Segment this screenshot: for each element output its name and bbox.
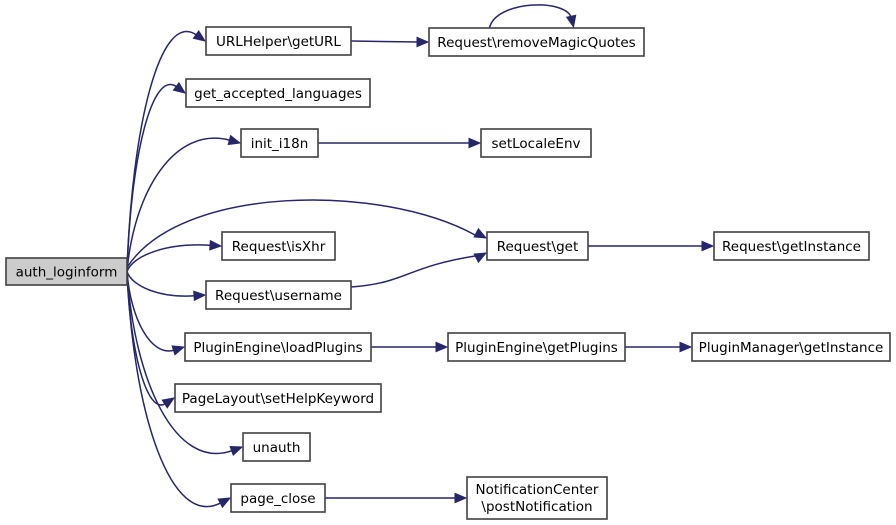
edge-auth_loginform-to-get_accepted_languages — [126, 81, 187, 272]
nodes-layer: auth_loginform URLHelper\getURL Request\re… — [5, 26, 891, 520]
node-sethelpkeyword[interactable]: PageLayout\setHelpKeyword — [174, 383, 382, 413]
node-loadplugins[interactable]: PluginEngine\loadPlugins — [184, 332, 372, 362]
edge-auth_loginform-to-init_i18n — [126, 134, 242, 272]
node-label-urlhelper_geturl: URLHelper\getURL — [216, 34, 341, 50]
node-box-pluginmanager_getinst[interactable] — [691, 332, 891, 362]
edges-layer — [126, 4, 715, 509]
node-box-request_get[interactable] — [486, 231, 589, 261]
edge-auth_loginform-to-unauth — [126, 271, 244, 456]
node-box-getplugins[interactable] — [447, 332, 626, 362]
node-label-get_accepted_languages: get_accepted_languages — [194, 86, 362, 102]
node-box-request_username[interactable] — [205, 280, 352, 310]
node-urlhelper_geturl[interactable]: URLHelper\getURL — [205, 26, 352, 56]
node-label-loadplugins: PluginEngine\loadPlugins — [193, 340, 362, 356]
node-label-init_i18n: init_i18n — [251, 136, 309, 152]
node-box-request_getinstance[interactable] — [713, 231, 870, 261]
edge-urlhelper_geturl-to-remove_magic_quotes — [350, 36, 430, 48]
node-label-auth_loginform: auth_loginform — [16, 265, 118, 281]
edge-auth_loginform-to-loadplugins — [126, 271, 186, 356]
node-postnotification[interactable]: NotificationCenter\postNotification — [466, 476, 608, 520]
edge-auth_loginform-to-request_username — [126, 271, 207, 302]
node-box-unauth[interactable] — [242, 432, 311, 462]
node-request_username[interactable]: Request\username — [205, 280, 352, 310]
node-getplugins[interactable]: PluginEngine\getPlugins — [447, 332, 626, 362]
node-label-request_getinstance: Request\getInstance — [722, 239, 861, 255]
node-label-pluginmanager_getinst: PluginManager\getInstance — [699, 340, 884, 356]
node-box-sethelpkeyword[interactable] — [174, 383, 382, 413]
node-box-urlhelper_geturl[interactable] — [205, 26, 352, 56]
node-label-request_get: Request\get — [497, 239, 579, 255]
node-box-page_close[interactable] — [230, 483, 326, 513]
node-label-set_locale_env: setLocaleEnv — [491, 136, 580, 152]
node-label-getplugins: PluginEngine\getPlugins — [455, 340, 618, 356]
edge-page_close-to-postnotification — [325, 492, 468, 504]
node-set_locale_env[interactable]: setLocaleEnv — [480, 128, 592, 158]
node-box-set_locale_env[interactable] — [480, 128, 592, 158]
edge-auth_loginform-to-request_isxhr — [126, 239, 223, 272]
node-label-sethelpkeyword: PageLayout\setHelpKeyword — [182, 391, 374, 407]
node-label2-postnotification: \postNotification — [481, 499, 592, 515]
node-box-postnotification[interactable] — [466, 476, 608, 520]
edge-loadplugins-to-getplugins — [371, 341, 449, 353]
node-box-loadplugins[interactable] — [184, 332, 372, 362]
node-auth_loginform[interactable]: auth_loginform — [5, 257, 128, 286]
edge-request_username-to-request_get — [350, 252, 488, 288]
node-label-unauth: unauth — [253, 440, 301, 456]
node-init_i18n[interactable]: init_i18n — [240, 128, 319, 158]
node-request_getinstance[interactable]: Request\getInstance — [713, 231, 870, 261]
node-label-request_isxhr: Request\isXhr — [232, 239, 326, 255]
node-request_isxhr[interactable]: Request\isXhr — [221, 231, 336, 261]
node-page_close[interactable]: page_close — [230, 483, 326, 513]
node-label-remove_magic_quotes: Request\removeMagicQuotes — [437, 35, 635, 51]
edge-init_i18n-to-set_locale_env — [318, 137, 482, 149]
node-request_get[interactable]: Request\get — [486, 231, 589, 261]
node-get_accepted_languages[interactable]: get_accepted_languages — [185, 78, 371, 108]
node-label-request_username: Request\username — [215, 288, 342, 304]
edge-auth_loginform-to-page_close — [126, 271, 232, 509]
node-label-page_close: page_close — [240, 491, 315, 507]
node-box-remove_magic_quotes[interactable] — [428, 27, 645, 57]
node-unauth[interactable]: unauth — [242, 432, 311, 462]
node-box-get_accepted_languages[interactable] — [185, 78, 371, 108]
node-box-request_isxhr[interactable] — [221, 231, 336, 261]
edge-auth_loginform-to-request_get — [126, 199, 488, 268]
node-label-postnotification: NotificationCenter — [476, 482, 599, 498]
node-remove_magic_quotes[interactable]: Request\removeMagicQuotes — [428, 27, 645, 57]
node-box-auth_loginform[interactable] — [5, 257, 128, 286]
edge-request_get-to-request_getinstance — [588, 240, 715, 252]
edge-remove_magic_quotes-to-remove_magic_quotes — [488, 4, 577, 29]
edge-getplugins-to-pluginmanager_getinst — [625, 341, 693, 353]
node-box-init_i18n[interactable] — [240, 128, 319, 158]
node-pluginmanager_getinst[interactable]: PluginManager\getInstance — [691, 332, 891, 362]
